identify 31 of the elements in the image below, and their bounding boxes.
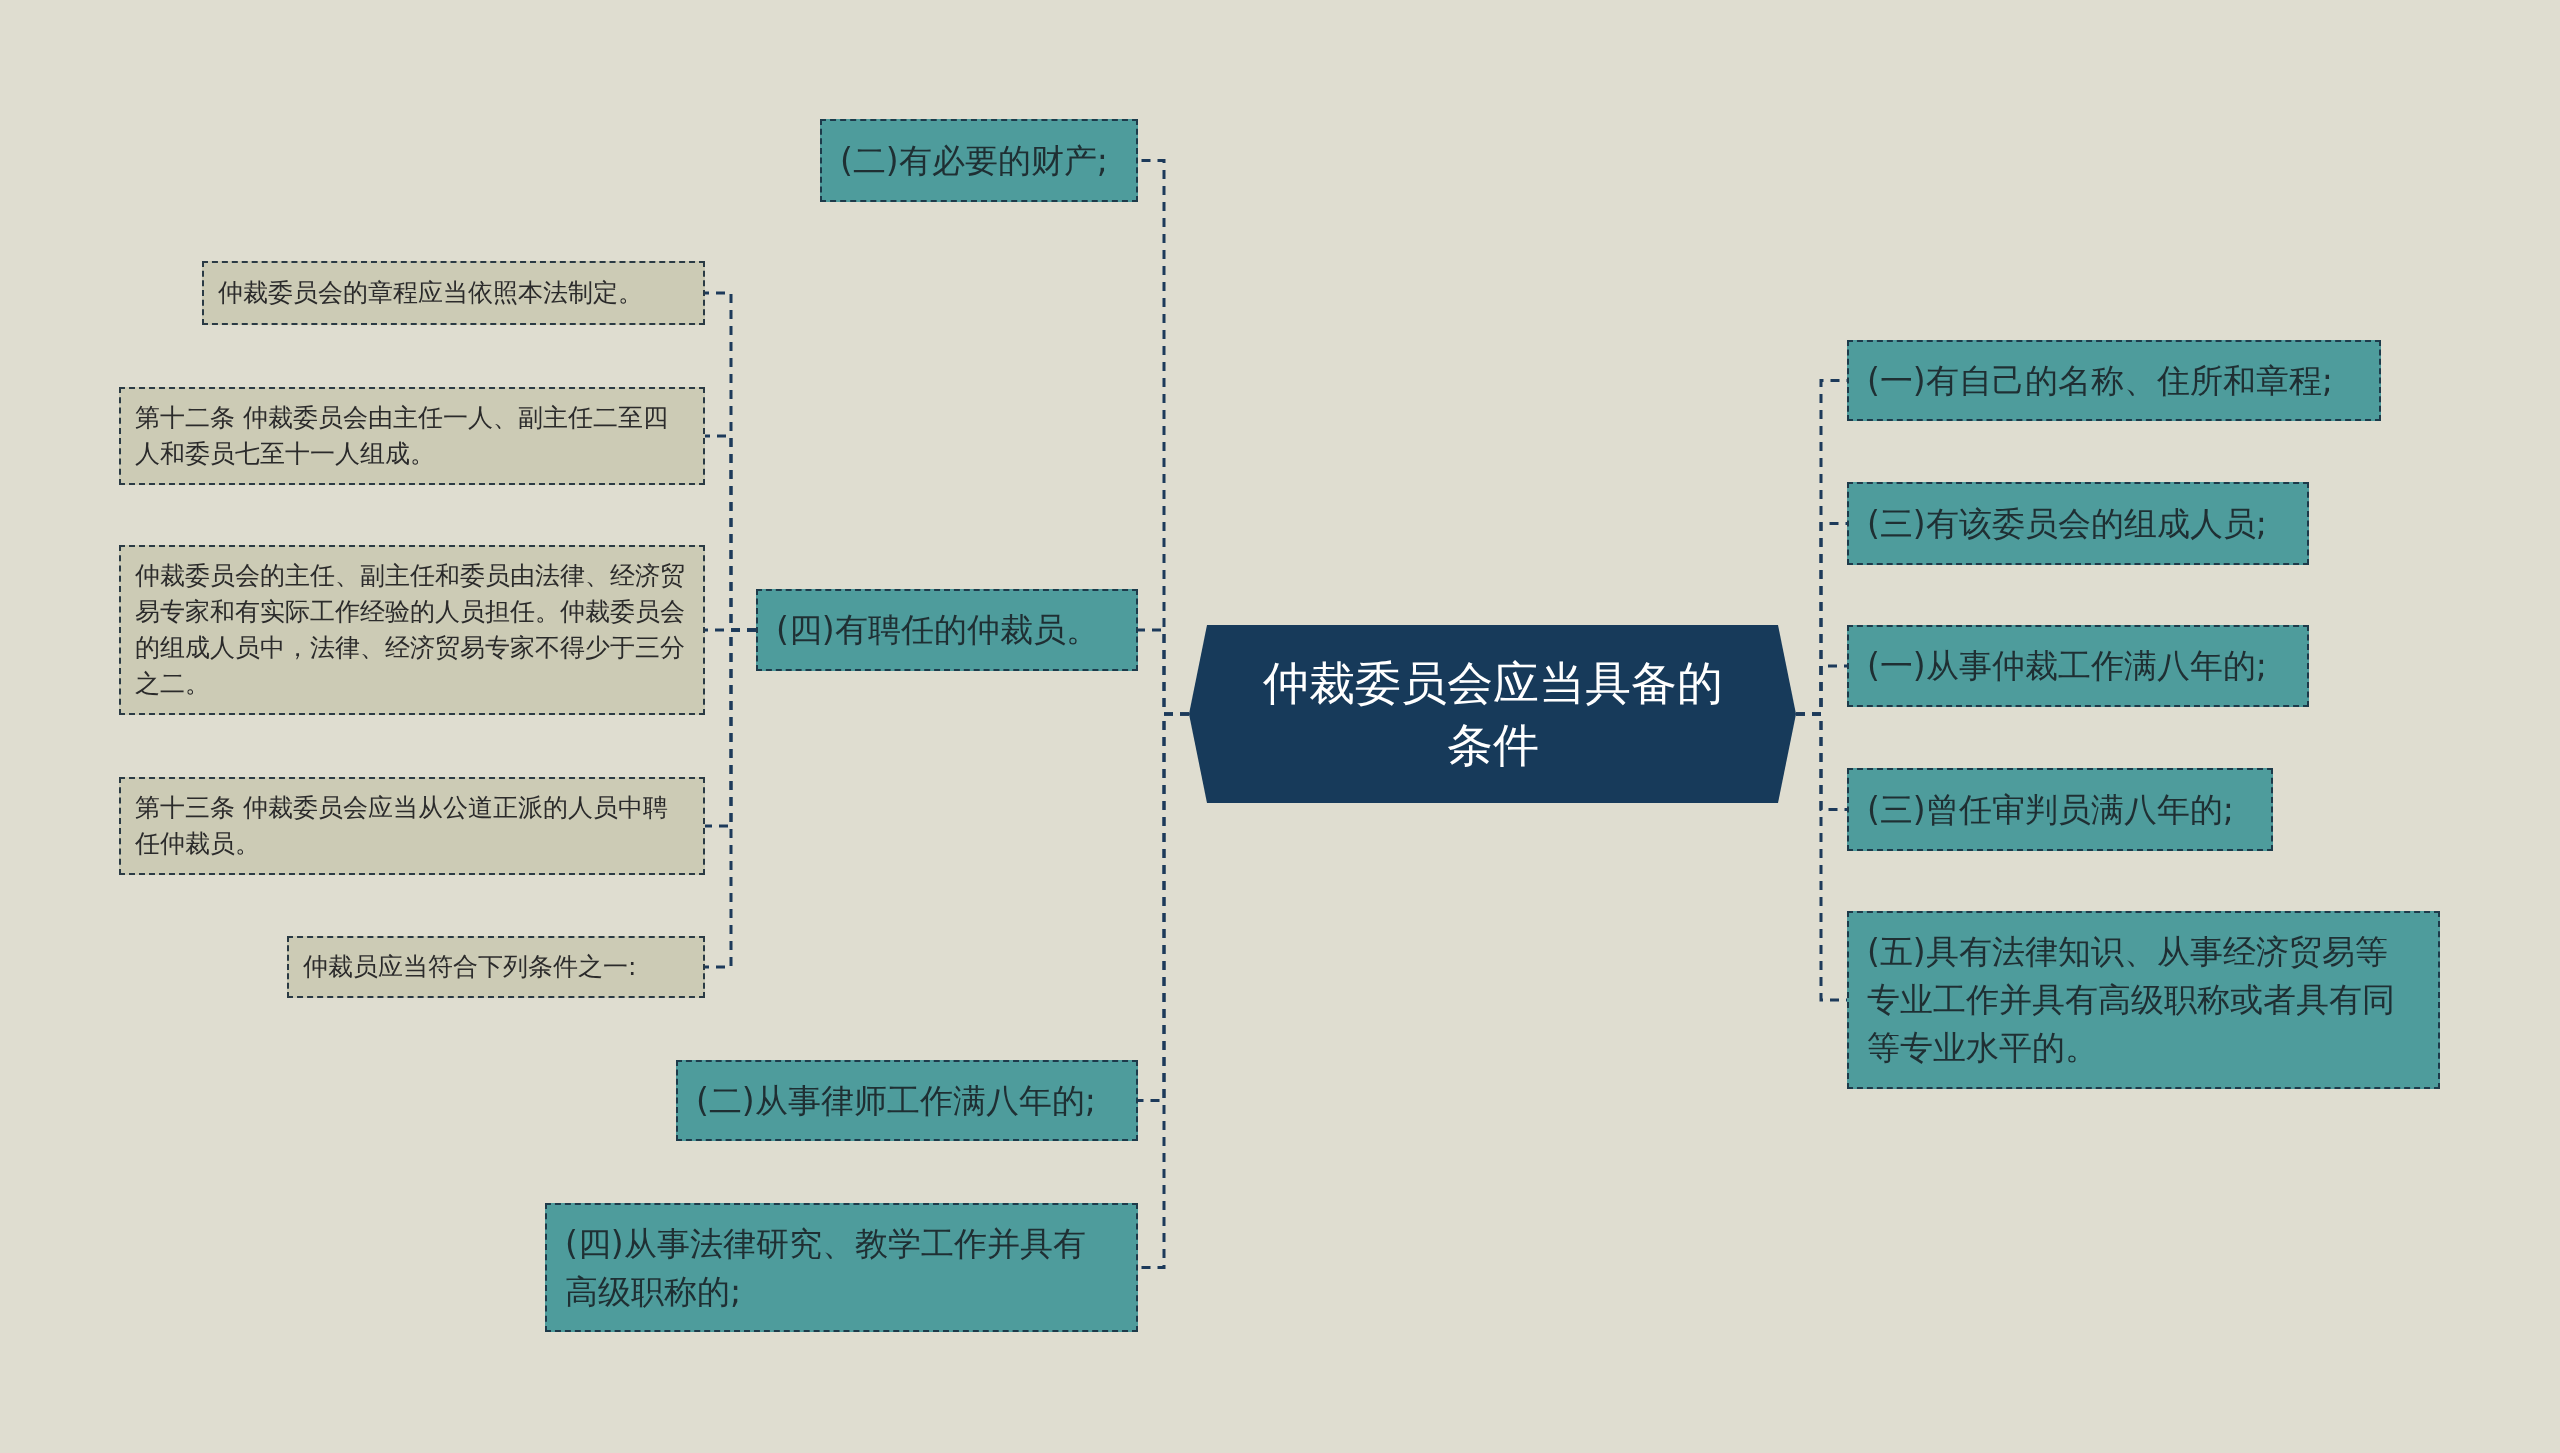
topic-text: (四)有聘任的仲裁员。 [776, 609, 1099, 651]
topic-box [1847, 911, 2440, 1089]
topic-text: 仲裁委员会的主任、副主任和委员由法律、经济贸易专家和有实际工作经验的人员担任。仲裁委员会的组成人员中，法律、经济贸易专家不得少于三分之二。 [135, 560, 686, 700]
topic-text: (五)具有法律知识、从事经济贸易等专业工作并具有高级职称或者具有同等专业水平的。 [1867, 931, 2396, 1069]
topic-text: (一)有自己的名称、住所和章程; [1867, 359, 2333, 402]
connector-line [705, 628, 756, 969]
topic-box [1847, 340, 2381, 421]
subtopic-box [202, 261, 705, 325]
topic-box [820, 119, 1138, 202]
subtopic-box [119, 777, 705, 875]
topic-text: 仲裁员应当符合下列条件之一: [303, 951, 637, 983]
topic-text: 仲裁委员会的章程应当依照本法制定。 [218, 277, 643, 309]
subtopic-box [119, 545, 705, 715]
topic-box [676, 1060, 1138, 1141]
topic-text: 仲裁委员会应当具备的条件 [1261, 655, 1724, 774]
topic-text: (二)有必要的财产; [840, 139, 1108, 182]
topic-box [1847, 768, 2273, 851]
topic-text: 第十三条 仲裁委员会应当从公道正派的人员中聘任仲裁员。 [135, 792, 669, 860]
topic-box [756, 589, 1138, 671]
subtopic-box [287, 936, 705, 998]
subtopic-box [119, 387, 705, 485]
topic-box [545, 1203, 1138, 1332]
topic-text: (三)有该委员会的组成人员; [1867, 502, 2267, 545]
topic-text: (三)曾任审判员满八年的; [1867, 788, 2234, 831]
central-topic-hexagon [1189, 625, 1796, 803]
topic-text: (二)从事律师工作满八年的; [696, 1079, 1096, 1122]
topic-text: (一)从事仲裁工作满八年的; [1867, 645, 2267, 687]
topic-box [1847, 482, 2309, 565]
topic-box [1847, 625, 2309, 707]
topic-text: 第十二条 仲裁委员会由主任一人、副主任二至四人和委员七至十一人组成。 [135, 402, 669, 470]
topic-text: (四)从事法律研究、教学工作并具有高级职称的; [565, 1222, 1087, 1313]
